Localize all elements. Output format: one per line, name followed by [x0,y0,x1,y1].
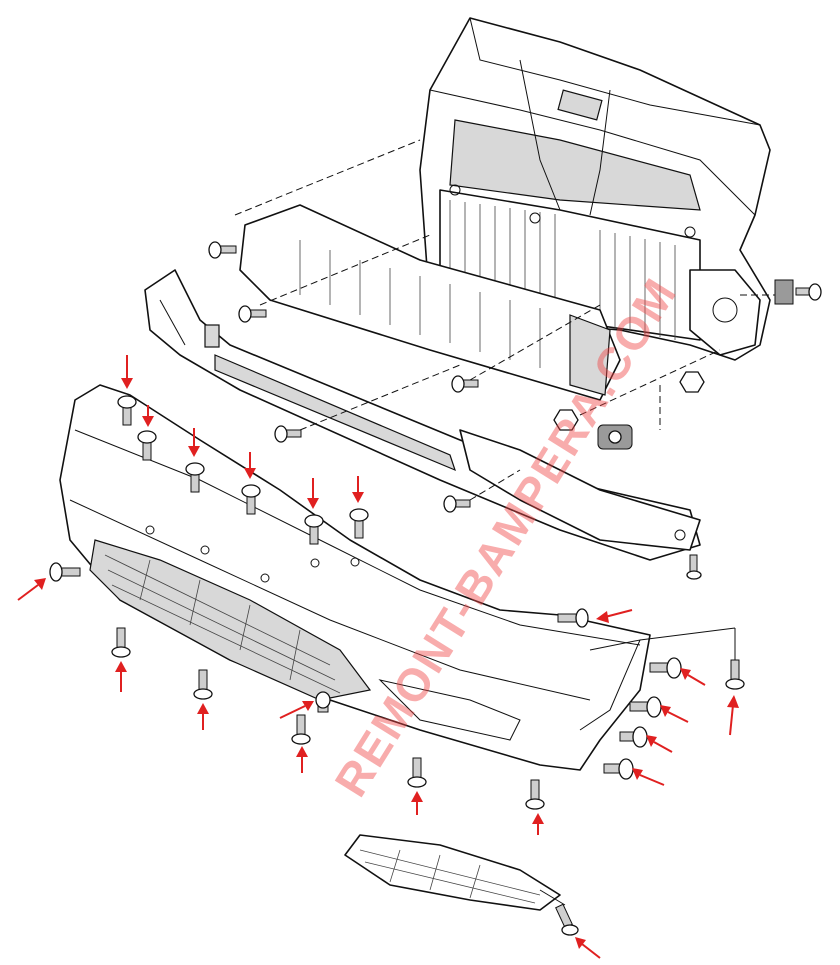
assembly-lines [234,139,780,906]
side-bolt-icon [619,726,648,748]
bolt-icon [208,241,237,259]
bolt-icon [795,283,822,301]
arrow-icon [17,578,46,601]
arrow-icon [575,937,601,959]
bolt-icon [185,462,205,493]
arrow-icon [532,813,544,835]
arrow-icon [660,705,689,723]
screw-icon [725,659,745,690]
arrow-icon [632,768,665,786]
reinforcement-bar [144,269,701,561]
bolt-icon [274,425,302,443]
arrow-icon [680,668,706,686]
screw-icon [555,903,579,936]
fasteners [49,241,822,936]
pointer-arrows [17,355,739,959]
bolt-icon [241,484,261,515]
arrow-icon [188,428,200,457]
impact-absorber [239,204,621,401]
screw-icon [291,714,311,745]
bumper-cover [59,384,651,771]
side-bolt-icon [49,562,81,582]
screw-icon [525,779,545,810]
arrow-icon [142,405,154,427]
bolt-icon [304,514,324,545]
bolt-icon [349,508,369,539]
fog-lamp-grille [344,834,561,911]
screw-icon [686,554,702,580]
arrow-icon [411,791,423,815]
arrow-icon [115,661,127,692]
nut-icon [553,409,579,431]
screw-icon [193,669,213,700]
bolt-icon [238,305,267,323]
arrow-icon [244,452,256,479]
arrow-icon [197,703,209,730]
side-bolt-icon [649,657,682,679]
side-bolt-icon [629,696,662,718]
lower-grille-slats [104,554,341,694]
arrow-icon [121,355,133,389]
screw-icon [407,757,427,788]
arrow-icon [307,478,319,509]
arrow-icon [727,695,739,736]
grille-slats [359,849,541,904]
clip-icon [774,279,794,305]
bolt-icon [443,495,471,513]
absorber-ribs [299,240,571,378]
mount-bracket-icon [597,424,633,450]
side-bolt-icon [557,608,589,628]
nut-icon [679,371,705,393]
screw-icon [111,627,131,658]
bolt-icon [451,375,479,393]
arrow-icon [352,476,364,503]
side-bolt-icon [315,691,331,713]
arrow-icon [596,609,633,623]
arrow-icon [296,746,308,773]
bolt-icon [137,430,157,461]
arrow-icon [279,701,314,719]
arrow-icon [646,735,673,753]
side-bolt-icon [603,758,634,780]
bolt-icon [117,395,137,426]
